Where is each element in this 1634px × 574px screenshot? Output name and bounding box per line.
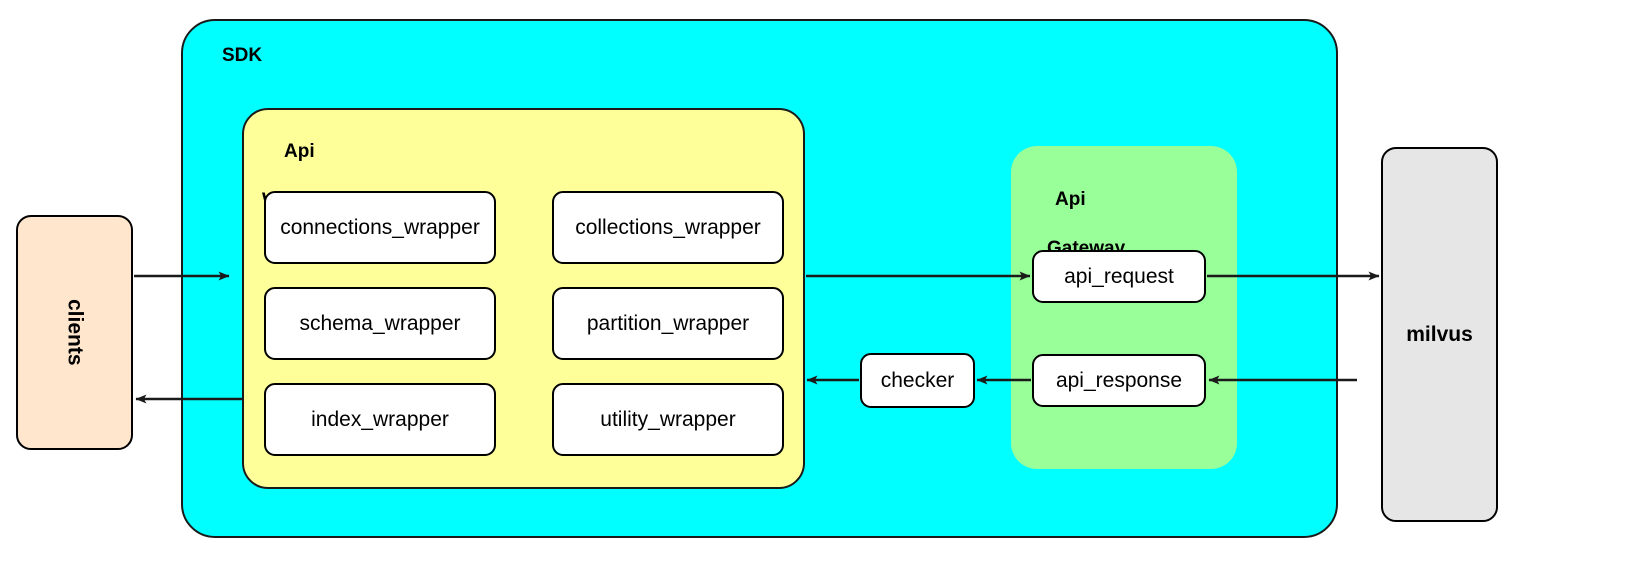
node-checker[interactable]: checker xyxy=(860,353,975,408)
node-utility-wrapper[interactable]: utility_wrapper xyxy=(552,383,784,456)
actor-milvus[interactable]: milvus xyxy=(1381,147,1498,522)
node-partition-wrapper[interactable]: partition_wrapper xyxy=(552,287,784,360)
group-sdk-label: SDK xyxy=(222,45,263,66)
group-api-wrapper-label-line1: Api xyxy=(284,141,315,163)
node-index-wrapper[interactable]: index_wrapper xyxy=(264,383,496,456)
node-collections-wrapper[interactable]: collections_wrapper xyxy=(552,191,784,264)
node-api-response[interactable]: api_response xyxy=(1032,354,1206,407)
actor-clients-label: clients xyxy=(63,299,87,366)
group-api-gateway-label: Api Gateway xyxy=(1047,164,1125,261)
node-connections-wrapper[interactable]: connections_wrapper xyxy=(264,191,496,264)
node-schema-wrapper[interactable]: schema_wrapper xyxy=(264,287,496,360)
actor-clients[interactable]: clients xyxy=(16,215,133,450)
group-api-gateway[interactable] xyxy=(1011,146,1237,469)
node-api-request[interactable]: api_request xyxy=(1032,250,1206,303)
group-api-gateway-label-line1: Api xyxy=(1055,189,1086,211)
